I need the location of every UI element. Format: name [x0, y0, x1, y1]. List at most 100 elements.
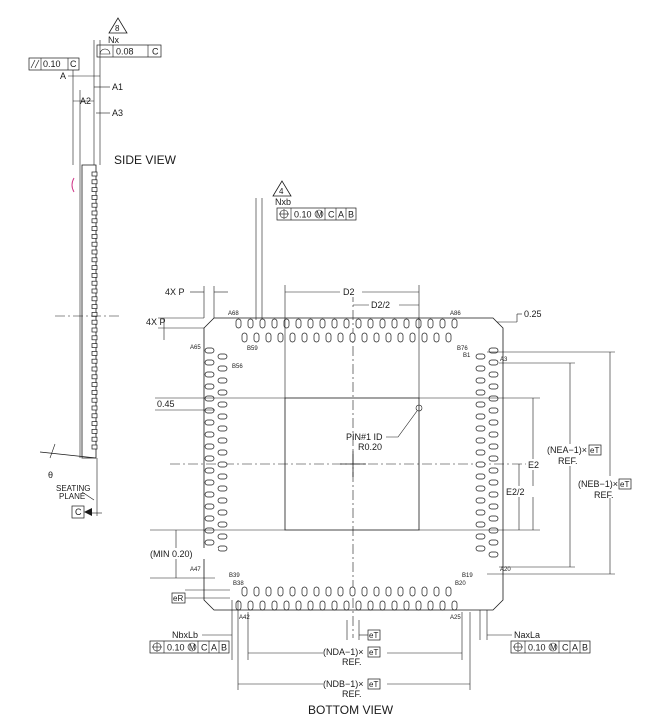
lead-pad-top-outer [403, 318, 410, 329]
lead-pad-right-inner [475, 485, 486, 492]
lead-pad-top-inner [385, 332, 392, 343]
lead-pad-bottom-outer [439, 600, 446, 611]
lead-pad-bottom-outer [379, 600, 386, 611]
lead-pad-right-inner [475, 449, 486, 456]
lead-pad-right-outer [488, 407, 499, 414]
lead-pad-left-inner [217, 425, 228, 432]
lead-pad-bottom-inner [289, 586, 296, 597]
seating-line [39, 451, 97, 459]
lead-pad-right-inner [475, 353, 486, 360]
lead-pad-bottom-inner [445, 586, 452, 597]
package-outline [203, 317, 504, 611]
side-lead [91, 288, 98, 294]
lead-pad-bottom-outer [427, 600, 434, 611]
lead-pad-bottom-inner [313, 586, 320, 597]
et-label-bottom: eT [369, 631, 378, 640]
lead-pad-left-inner [217, 449, 228, 456]
lead-pad-right-inner [475, 461, 486, 468]
side-lead [91, 397, 98, 403]
lead-pad-top-outer [415, 318, 422, 329]
lead-pad-top-outer [367, 318, 374, 329]
pin-label-a86: A86 [450, 311, 461, 317]
lead-pad-bottom-outer [319, 600, 326, 611]
side-lead [91, 265, 98, 270]
mmc-icon-br [548, 642, 558, 652]
lead-pad-top-outer [451, 318, 458, 329]
lead-pad-top-inner [325, 332, 332, 343]
lead-pad-right-inner [475, 509, 486, 516]
lead-pad-top-outer [379, 318, 386, 329]
side-lead [91, 218, 98, 224]
side-lead [91, 273, 98, 278]
lead-pad-bottom-inner [301, 586, 308, 597]
lead-pad-top-inner [337, 332, 344, 343]
lead-pad-left-outer [204, 479, 215, 486]
pin-label-a3: A3 [500, 357, 508, 363]
lead-pad-top-inner [241, 332, 248, 343]
lead-pad-right-inner [475, 437, 486, 444]
parallelism-datum: C [70, 59, 77, 69]
bl-datum-1: C [201, 643, 208, 653]
pin-label-b38: B38 [233, 581, 244, 587]
lead-pad-left-outer [204, 431, 215, 438]
side-lead [91, 421, 98, 426]
lead-pad-left-inner [217, 389, 228, 396]
parallelism-frame [28, 57, 80, 71]
side-lead [91, 234, 98, 239]
lead-pad-right-outer [488, 371, 499, 378]
lead-pad-bottom-inner [373, 586, 380, 597]
neb-ref-label: REF. [594, 490, 614, 500]
lead-pad-top-inner [409, 332, 416, 343]
lead-pad-bottom-inner [253, 586, 260, 597]
lead-pad-left-outer [204, 455, 215, 462]
lead-pad-left-outer [204, 383, 215, 390]
lead-pad-bottom-inner [265, 586, 272, 597]
lead-pad-left-inner [217, 437, 228, 444]
lead-pad-bottom-inner [277, 586, 284, 597]
lead-pad-right-outer [488, 491, 499, 498]
br-datum-3: B [582, 643, 588, 653]
side-view-title: SIDE VIEW [114, 153, 177, 167]
mmc-icon-bl [187, 642, 197, 652]
lead-pad-top-inner [313, 332, 320, 343]
dim-a3-label: A3 [112, 108, 123, 118]
lead-pad-bottom-outer [271, 600, 278, 611]
lead-pad-left-inner [217, 533, 228, 540]
lead-pad-bottom-outer [331, 600, 338, 611]
lead-pad-right-outer [488, 515, 499, 522]
d2-label: D2 [343, 287, 355, 297]
lead-pad-left-outer [204, 347, 215, 354]
lead-pad-bottom-inner [421, 586, 428, 597]
pin-label-b1: B1 [463, 353, 471, 359]
lead-pad-bottom-outer [415, 600, 422, 611]
four-x-p-top: 4X P [165, 287, 185, 297]
pin1-radius-label: R0.20 [358, 442, 382, 452]
lead-pad-left-outer [204, 515, 215, 522]
lead-pad-left-inner [217, 473, 228, 480]
lead-pad-left-outer [204, 395, 215, 402]
parallelism-value: 0.10 [43, 59, 61, 69]
lead-pad-top-inner [421, 332, 428, 343]
seating-plane-line1: SEATING [56, 484, 91, 493]
nx-label: Nx [108, 35, 119, 45]
lead-pad-left-inner [217, 497, 228, 504]
br-datum-1: C [562, 643, 569, 653]
four-x-p-left: 4X P [146, 317, 166, 327]
lead-pad-top-outer [235, 318, 242, 329]
pin-label-b59: B59 [247, 346, 258, 352]
datum-c-arrow [84, 508, 92, 516]
side-lead [91, 257, 98, 263]
side-lead [91, 241, 98, 247]
svg-text:M: M [189, 643, 196, 652]
lead-pad-right-inner [475, 533, 486, 540]
lead-pad-left-inner [217, 413, 228, 420]
lead-pad-bottom-outer [451, 600, 458, 611]
nea-et-label: eT [590, 446, 599, 455]
side-lead [91, 195, 98, 200]
pin1-id-label: PIN#1 ID [346, 432, 383, 442]
side-lead [91, 280, 98, 286]
lead-pad-bottom-inner [337, 586, 344, 597]
pin1-leader [386, 410, 418, 438]
lead-pad-bottom-outer [307, 600, 314, 611]
